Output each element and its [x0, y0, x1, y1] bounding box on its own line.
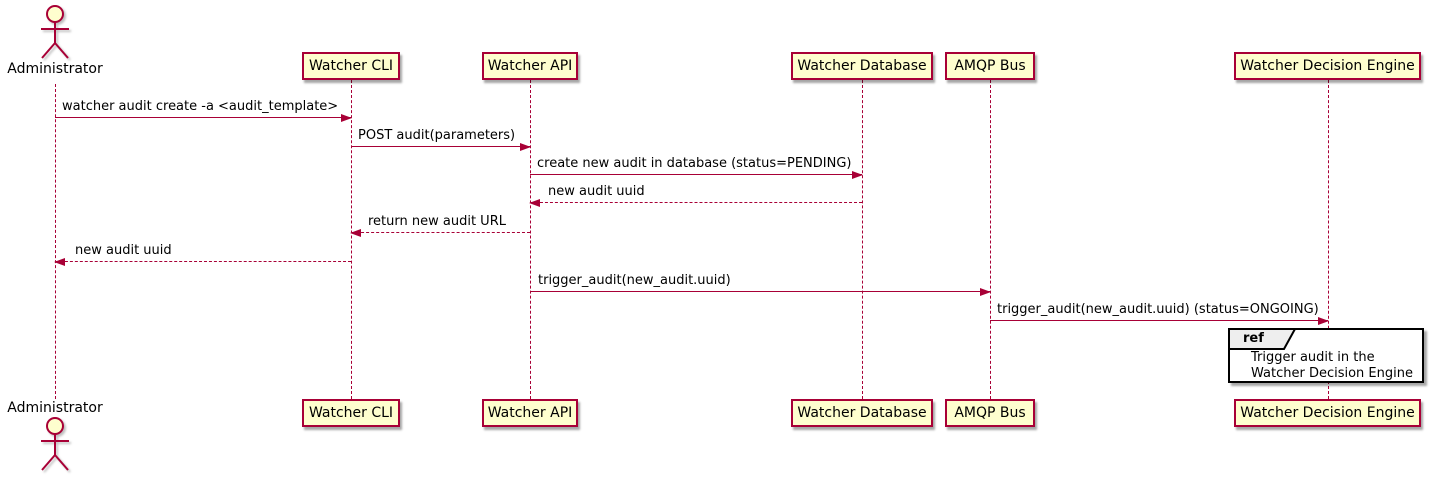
participant-watcher-cli: Watcher CLI — [302, 52, 400, 80]
message-label: trigger_audit(new_audit.uuid) (status=ON… — [997, 302, 1319, 317]
participant-watcher-api: Watcher API — [482, 52, 578, 80]
participant-watcher-cli-bottom: Watcher CLI — [302, 399, 400, 427]
message-audit-create: watcher audit create -a <audit_template> — [55, 99, 352, 122]
arrow-line — [530, 291, 990, 292]
message-new-audit-uuid-reply: new audit uuid — [529, 184, 862, 207]
message-trigger-audit: trigger_audit(new_audit.uuid) — [530, 273, 991, 296]
message-label: POST audit(parameters) — [358, 128, 516, 143]
message-return-audit-url: return new audit URL — [350, 214, 530, 237]
lifeline-watcher-cli — [351, 80, 352, 399]
ref-tab-icon — [1228, 328, 1297, 350]
message-label: return new audit URL — [368, 214, 506, 229]
actor-label-bottom: Administrator — [7, 400, 103, 416]
ref-text-line2: Watcher Decision Engine — [1251, 366, 1413, 381]
message-post-audit: POST audit(parameters) — [351, 128, 531, 151]
arrow-line — [55, 261, 351, 262]
arrow-line — [351, 232, 530, 233]
participant-watcher-decision-engine-bottom: Watcher Decision Engine — [1234, 399, 1421, 427]
message-trigger-audit-ongoing: trigger_audit(new_audit.uuid) (status=ON… — [990, 302, 1329, 325]
ref-keyword: ref — [1243, 331, 1264, 346]
arrowhead-right-icon — [520, 143, 531, 151]
ref-text-line1: Trigger audit in the — [1251, 350, 1375, 365]
participant-watcher-decision-engine: Watcher Decision Engine — [1234, 52, 1421, 80]
arrow-line — [351, 146, 530, 147]
arrow-line — [55, 117, 351, 118]
message-create-audit-db: create new audit in database (status=PEN… — [530, 156, 863, 179]
message-label: create new audit in database (status=PEN… — [537, 156, 852, 171]
lifeline-watcher-decision-engine — [1328, 80, 1329, 399]
lifeline-administrator — [55, 84, 56, 399]
ref-fragment: ref Trigger audit in the Watcher Decisio… — [1228, 328, 1424, 383]
actor-label: Administrator — [7, 61, 103, 77]
message-label: new audit uuid — [548, 184, 645, 199]
arrowhead-right-icon — [1318, 317, 1329, 325]
message-new-audit-uuid-to-admin: new audit uuid — [54, 243, 351, 266]
arrow-line — [530, 202, 862, 203]
lifeline-watcher-database — [862, 80, 863, 399]
message-label: trigger_audit(new_audit.uuid) — [538, 273, 731, 288]
actor-icon — [41, 5, 69, 59]
participant-watcher-api-bottom: Watcher API — [482, 399, 578, 427]
arrow-line — [530, 174, 862, 175]
participant-amqp-bus: AMQP Bus — [945, 52, 1035, 80]
actor-icon-bottom — [41, 417, 69, 471]
arrowhead-right-icon — [852, 171, 863, 179]
arrowhead-left-icon — [529, 199, 540, 207]
message-label: watcher audit create -a <audit_template> — [62, 99, 339, 114]
arrowhead-right-icon — [980, 288, 991, 296]
participant-watcher-database: Watcher Database — [791, 52, 933, 80]
lifeline-amqp-bus — [990, 80, 991, 399]
lifeline-watcher-api — [530, 80, 531, 399]
participant-amqp-bus-bottom: AMQP Bus — [945, 399, 1035, 427]
arrowhead-left-icon — [54, 258, 65, 266]
arrow-line — [990, 320, 1328, 321]
message-label: new audit uuid — [75, 243, 172, 258]
arrowhead-right-icon — [341, 114, 352, 122]
ref-text: Trigger audit in the Watcher Decision En… — [1251, 350, 1413, 382]
arrowhead-left-icon — [350, 229, 361, 237]
participant-watcher-database-bottom: Watcher Database — [791, 399, 933, 427]
